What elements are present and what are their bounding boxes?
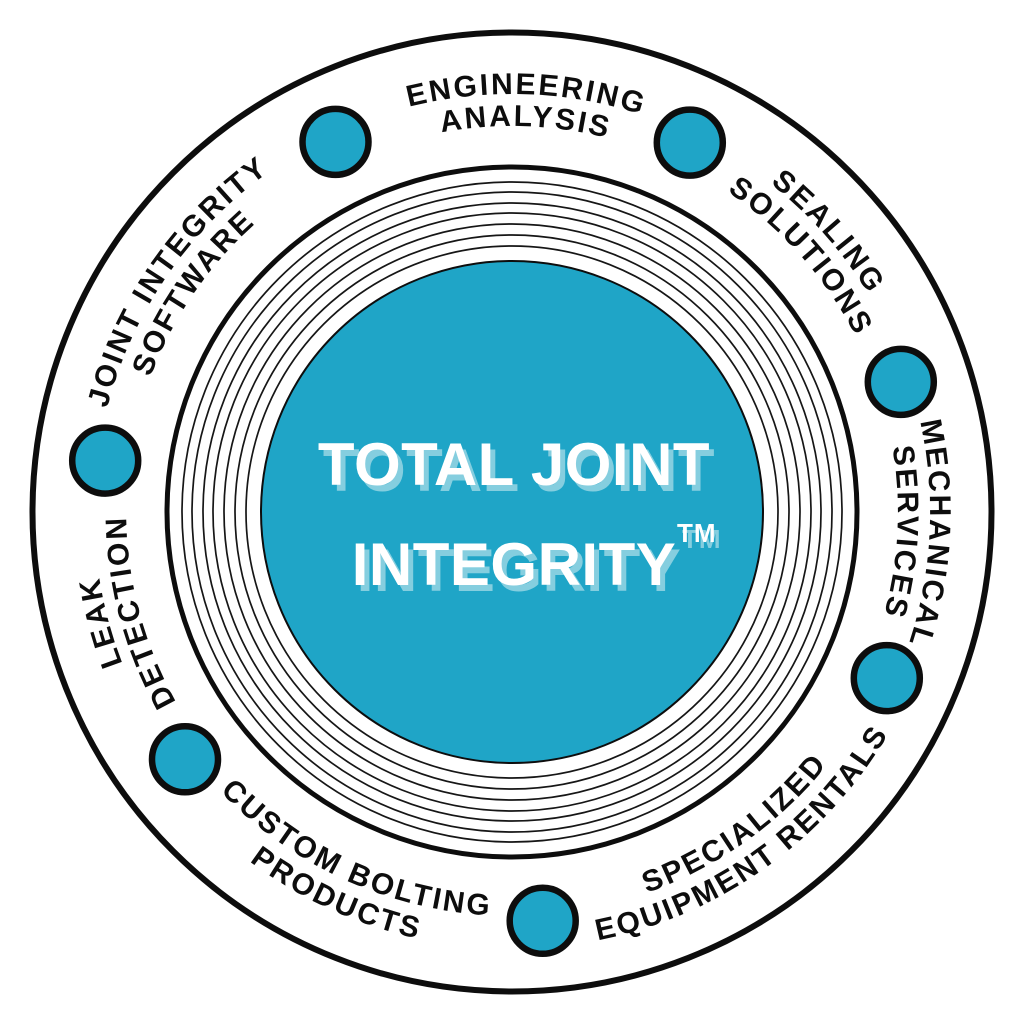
thin-ring-2 (234, 234, 790, 790)
ring-separator-dot-2 (653, 106, 727, 179)
center-disc (260, 260, 764, 764)
ring-separator-dot-4 (850, 641, 924, 715)
concentric-rings (181, 181, 843, 843)
thin-ring-3 (223, 223, 801, 801)
center-line1: TOTAL JOINT (318, 431, 710, 498)
ring-separator-dot-1 (299, 105, 372, 179)
thin-ring-7 (181, 181, 843, 843)
trademark-symbol: TM (677, 518, 717, 548)
ring-separator-dot-7 (68, 424, 142, 497)
ring-separator-dot-5 (506, 884, 579, 958)
thin-ring-1 (245, 245, 779, 779)
center-title: TOTAL JOINT INTEGRITY TM TOTAL JOINT INT… (318, 431, 722, 604)
thin-ring-4 (212, 212, 812, 812)
center-line2: INTEGRITY (352, 531, 677, 598)
ring-separator-dot-6 (148, 723, 222, 796)
thin-ring-6 (191, 191, 833, 833)
center-line2-shadow: INTEGRITY (357, 537, 682, 604)
thin-ring-5 (202, 202, 822, 822)
trademark-shadow: TM (682, 524, 722, 554)
ring-separator-dot-3 (864, 345, 938, 419)
ring-separator-dots (68, 105, 938, 958)
center-line1-shadow: TOTAL JOINT (323, 437, 715, 504)
center-title-shadow: TOTAL JOINT INTEGRITY TM (323, 437, 722, 604)
